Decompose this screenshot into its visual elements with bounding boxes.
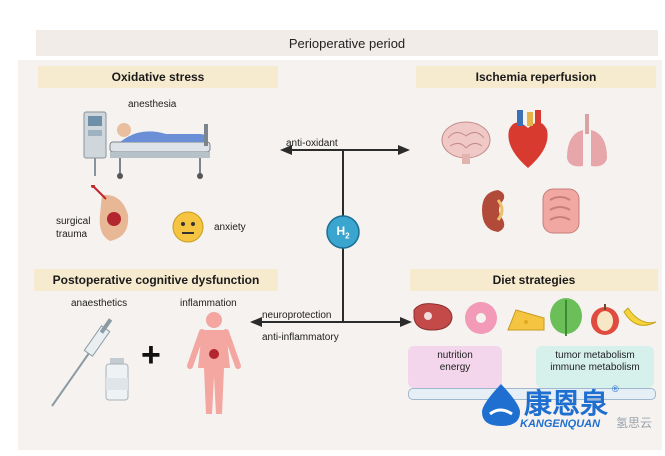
h2-label: H2 <box>327 224 359 240</box>
lettuce-icon <box>550 298 582 336</box>
bottom-right-arrowhead <box>400 317 412 327</box>
bottom-left-arrowhead <box>250 317 262 327</box>
apple-icon <box>591 304 619 335</box>
diet-bar <box>408 388 656 400</box>
diet-strategies-header: Diet strategies <box>410 269 658 291</box>
kidney-icon <box>482 190 505 232</box>
syringe-icon <box>51 318 113 407</box>
brand-en: KANGENQUAN <box>520 418 601 430</box>
inflammation-label: inflammation <box>180 298 237 309</box>
top-right-arrowhead <box>398 145 410 155</box>
anxiety-face-icon <box>172 211 204 243</box>
anxiety-label: anxiety <box>214 222 246 233</box>
perioperative-band <box>36 30 658 56</box>
h2-subscript: 2 <box>345 231 350 241</box>
intestine-icon <box>542 188 580 234</box>
nutrition-energy-box: nutrition energy <box>408 346 502 388</box>
plus-symbol: + <box>141 336 161 374</box>
anesthesia-label: anesthesia <box>128 99 177 110</box>
top-left-arrowhead <box>280 145 292 155</box>
h2-circle <box>326 215 360 249</box>
pocd-header: Postoperative cognitive dysfunction <box>34 269 278 291</box>
surgical-trauma-label: surgical trauma <box>56 216 91 240</box>
oxidative-stress-header: Oxidative stress <box>38 66 278 88</box>
anaesthetics-label: anaesthetics <box>71 298 128 309</box>
lungs-icon <box>567 114 607 167</box>
meat-icon <box>413 303 453 331</box>
metabolism-box: tumor metabolism immune metabolism <box>536 346 654 388</box>
heart-icon <box>508 110 548 168</box>
anti-oxidant-label: anti-oxidant <box>286 138 338 149</box>
registered-mark: ® <box>612 384 619 394</box>
hospital-bed-icon <box>83 111 211 179</box>
cheese-icon <box>507 309 545 331</box>
water-drop-logo-icon <box>482 384 520 426</box>
side-watermark-text: 氢思云 <box>616 416 653 430</box>
brand-cn: 康恩泉 <box>524 387 609 420</box>
vial-icon <box>105 358 129 401</box>
surgical-trauma-icon <box>91 185 129 241</box>
donut-icon <box>465 302 497 334</box>
ischemia-reperfusion-header: Ischemia reperfusion <box>416 66 656 88</box>
anti-inflammatory-label: anti-inflammatory <box>262 332 339 343</box>
diagram-title: Perioperative period <box>288 36 406 51</box>
inflamed-body-icon <box>187 312 241 414</box>
neuroprotection-label: neuroprotection <box>262 310 332 321</box>
h2-base: H <box>336 224 346 238</box>
brain-icon <box>441 121 491 164</box>
banana-icon <box>623 307 657 326</box>
